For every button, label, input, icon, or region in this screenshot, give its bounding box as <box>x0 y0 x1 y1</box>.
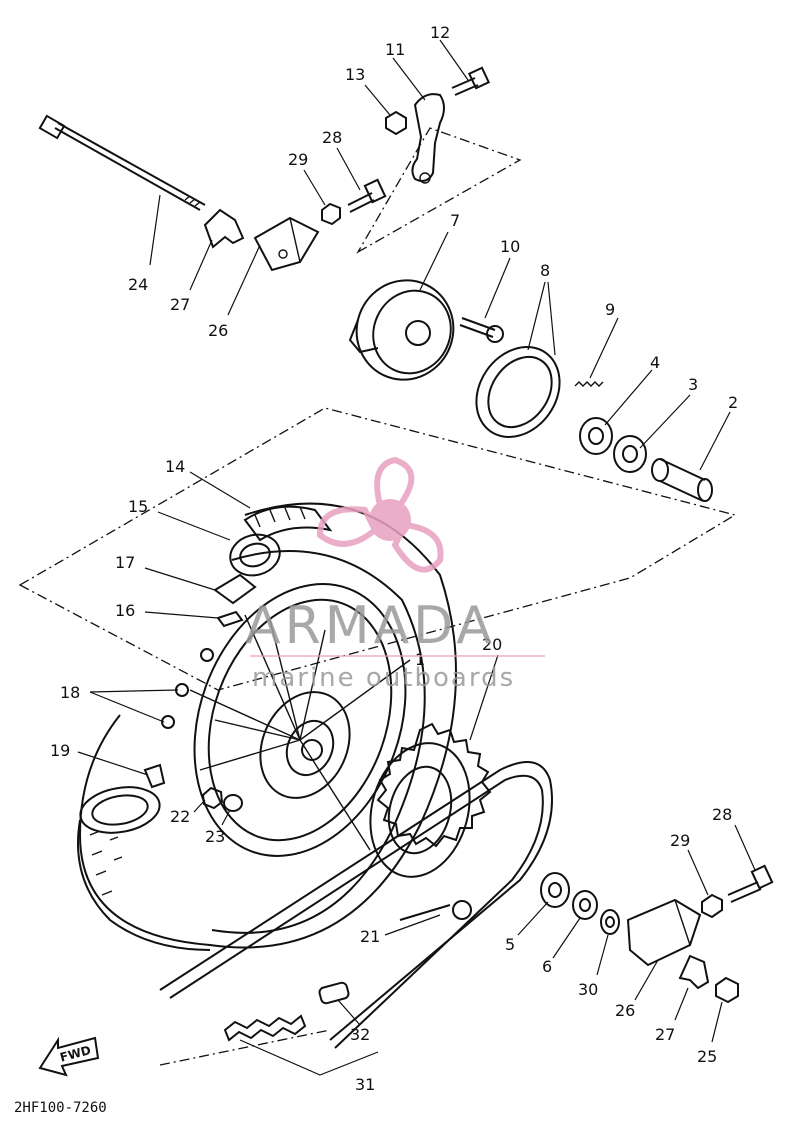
callout-5: 5 <box>505 935 515 954</box>
axle <box>38 114 206 211</box>
chain-adjuster-top <box>253 216 320 272</box>
callout-10: 10 <box>500 237 520 256</box>
nut-13 <box>385 110 407 136</box>
chain-joint <box>223 1014 307 1042</box>
callout-29a: 29 <box>288 150 308 169</box>
nut-22 <box>201 786 224 810</box>
hub-assembly-outline <box>356 127 522 254</box>
sprocket-bolt <box>399 900 472 921</box>
callout-26b: 26 <box>615 1001 635 1020</box>
callout-28b: 28 <box>712 805 732 824</box>
callout-7: 7 <box>450 211 460 230</box>
callout-31: 31 <box>355 1075 375 1094</box>
callout-21: 21 <box>360 927 380 946</box>
callout-27b: 27 <box>655 1025 675 1044</box>
brake-cam-lever <box>411 93 445 182</box>
callout-22: 22 <box>170 807 190 826</box>
bearing-4 <box>579 417 613 455</box>
chain-puller-right <box>678 954 710 990</box>
callout-4: 4 <box>650 353 660 372</box>
part-code: 2HF100-7260 <box>14 1100 107 1116</box>
rear-wheel <box>78 502 457 949</box>
callout-30: 30 <box>578 980 598 999</box>
callout-27a: 27 <box>170 295 190 314</box>
rim-band <box>213 573 257 605</box>
callout-24: 24 <box>128 275 148 294</box>
spacer-collar <box>651 458 713 502</box>
bolt-top <box>347 178 387 213</box>
callout-12: 12 <box>430 23 450 42</box>
callout-15: 15 <box>128 497 148 516</box>
callout-9: 9 <box>605 300 615 319</box>
callout-labels: 1 2 3 4 5 6 7 8 9 10 11 12 13 14 15 16 1… <box>50 23 738 1094</box>
bolt-28-right <box>727 864 774 903</box>
callout-2: 2 <box>728 393 738 412</box>
wheel-assembly-outline <box>18 407 737 691</box>
callout-28a: 28 <box>322 128 342 147</box>
callout-14: 14 <box>165 457 185 476</box>
propeller-logo <box>316 456 444 573</box>
callout-29b: 29 <box>670 831 690 850</box>
callout-3: 3 <box>688 375 698 394</box>
callout-6: 6 <box>542 957 552 976</box>
callout-16: 16 <box>115 601 135 620</box>
brake-shoes <box>475 346 561 438</box>
nut-top <box>321 202 341 226</box>
callout-17: 17 <box>115 553 135 572</box>
washer-23 <box>223 794 243 812</box>
callout-20: 20 <box>482 635 502 654</box>
chain-adjuster-right <box>626 898 702 967</box>
chain-clip <box>318 981 350 1005</box>
tire-section-19 <box>77 763 211 951</box>
callout-25: 25 <box>697 1047 717 1066</box>
lever-hole <box>419 172 431 184</box>
callout-26a: 26 <box>208 321 228 340</box>
nut-25 <box>715 976 739 1004</box>
watermark: ARMADA marine outboards <box>245 456 545 693</box>
callout-23: 23 <box>205 827 225 846</box>
brake-shoe-plate <box>348 279 455 381</box>
shoe-spring <box>574 381 604 387</box>
brake-camshaft <box>459 317 504 343</box>
watermark-brand: ARMADA <box>245 596 496 656</box>
callout-32: 32 <box>350 1025 370 1044</box>
valve <box>216 610 244 628</box>
drive-chain <box>159 761 553 1066</box>
callout-1: 1 <box>415 650 425 669</box>
bearing-5 <box>540 872 570 908</box>
bearing-3 <box>613 435 647 473</box>
spoke-nipple-c <box>200 648 214 662</box>
callout-19: 19 <box>50 741 70 760</box>
chain-puller-top <box>203 208 245 249</box>
rear-sprocket <box>369 722 492 878</box>
callout-8: 8 <box>540 261 550 280</box>
callout-18: 18 <box>60 683 80 702</box>
spoke-nipple-b <box>161 715 175 729</box>
bolt-12 <box>451 66 491 96</box>
fwd-arrow: FWD <box>38 1036 100 1077</box>
tire-tread-section <box>243 505 333 542</box>
collar-30 <box>600 909 620 935</box>
leader-lines <box>77 39 756 1076</box>
oil-seal-6 <box>572 890 598 920</box>
inner-tube <box>229 533 281 577</box>
callout-13: 13 <box>345 65 365 84</box>
watermark-tagline: marine outboards <box>252 663 515 693</box>
callout-11: 11 <box>385 40 405 59</box>
nut-29-right <box>701 893 723 919</box>
